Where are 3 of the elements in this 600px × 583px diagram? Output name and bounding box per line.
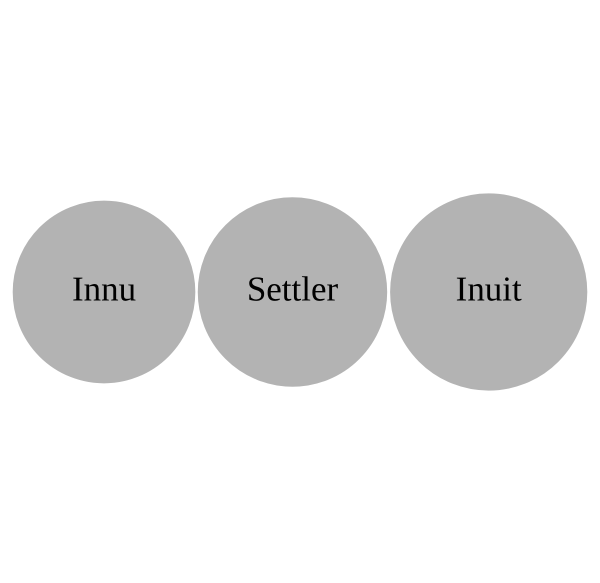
node-circle: Settler bbox=[198, 196, 388, 386]
node-circle: Innu bbox=[12, 200, 196, 383]
node-circle: Inuit bbox=[390, 192, 588, 390]
